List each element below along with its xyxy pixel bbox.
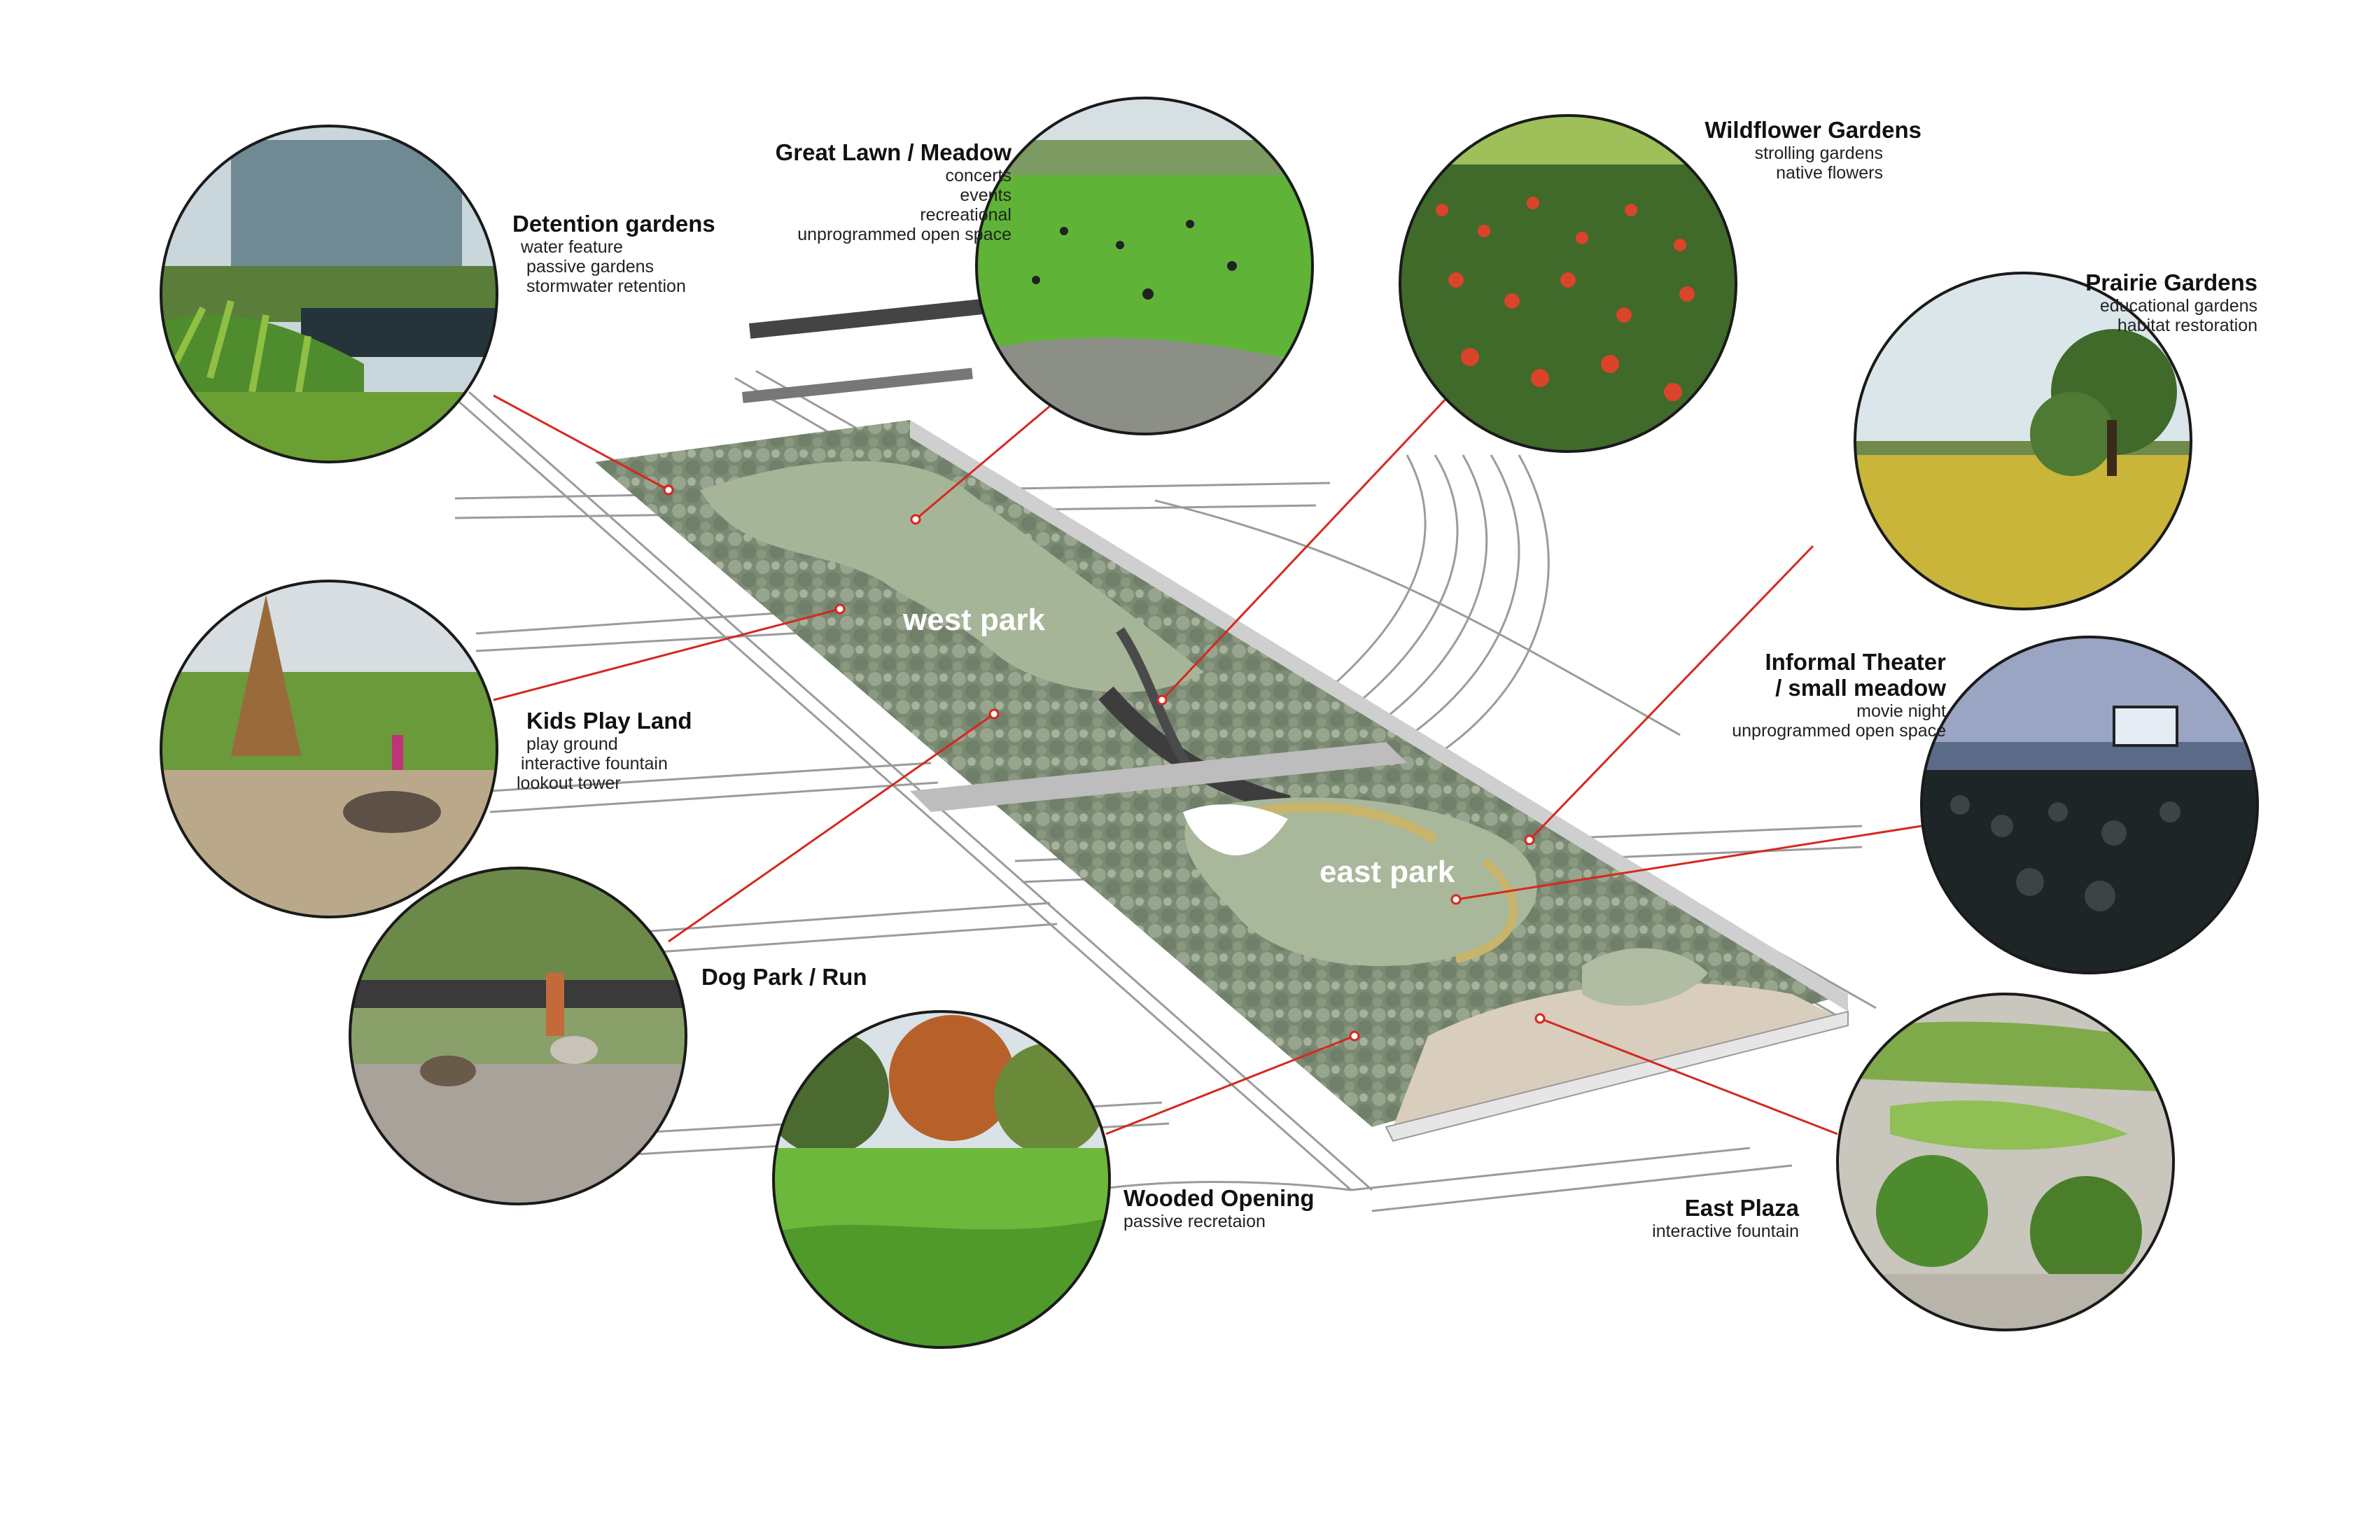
east-park-lawn — [1184, 797, 1537, 966]
zone-line: recreational — [920, 204, 1011, 225]
zone-title: Wooded Opening — [1124, 1185, 1315, 1211]
zone-line: water feature — [521, 237, 623, 257]
zone-title: Prairie Gardens — [2085, 270, 2258, 295]
zone-title: Kids Play Land — [526, 708, 692, 734]
zone-line: passive gardens — [526, 256, 654, 276]
zone-title: East Plaza — [1684, 1195, 1799, 1221]
zone-line: stormwater retention — [526, 276, 686, 296]
zone-line: events — [960, 185, 1011, 205]
playground-photo — [160, 580, 498, 918]
zone-label-great-lawn: Great Lawn / Meadow concerts events recr… — [775, 139, 1011, 244]
zone-label-detention: Detention gardens water feature passive … — [512, 211, 715, 296]
east-plaza-paving — [1393, 983, 1834, 1127]
wooded-lawn-photo — [772, 1010, 1111, 1349]
leader-line-endpoints — [663, 484, 1546, 1042]
zone-line: passive recretaion — [1124, 1211, 1266, 1231]
zone-line: play ground — [526, 734, 618, 754]
zone-title: Detention gardens — [512, 211, 715, 237]
zone-title: Great Lawn / Meadow — [775, 139, 1011, 165]
street-bar-mid — [742, 368, 973, 403]
zone-line: unprogrammed open space — [1732, 720, 1946, 741]
leader-lines — [493, 394, 1922, 1135]
zone-line: movie night — [1856, 701, 1946, 721]
zone-line: lookout tower — [517, 773, 621, 793]
pond-with-grasses-photo — [160, 125, 498, 463]
zone-label-wooded: Wooded Opening passive recretaion — [1124, 1185, 1315, 1231]
zone-line: interactive fountain — [521, 753, 668, 774]
zone-label-wildflower: Wildflower Gardens strolling gardens nat… — [1704, 117, 1921, 183]
plaza-fountain-photo — [1836, 993, 2175, 1331]
red-flower-meadow-photo — [1399, 114, 1737, 453]
zone-label-theater: Informal Theater / small meadow movie ni… — [1732, 649, 1946, 741]
zone-line: educational gardens — [2099, 295, 2258, 316]
outdoor-movie-crowd-photo — [1920, 636, 2259, 974]
zone-line: strolling gardens — [1754, 143, 1883, 163]
east-park-label: east park — [1320, 855, 1455, 889]
zone-label-plaza: East Plaza interactive fountain — [1652, 1195, 1799, 1241]
park-strip — [595, 420, 1849, 1142]
west-park-label: west park — [902, 603, 1046, 637]
zone-line: concerts — [945, 165, 1011, 186]
dog-run-photo — [349, 867, 687, 1205]
zone-line: native flowers — [1776, 162, 1883, 183]
zone-title-line: Informal Theater — [1765, 649, 1946, 675]
zone-title: Wildflower Gardens — [1704, 117, 1921, 143]
zone-line: interactive fountain — [1652, 1221, 1799, 1241]
street-bar-top — [749, 297, 1002, 339]
zone-label-dog: Dog Park / Run — [701, 964, 867, 990]
zone-label-prairie: Prairie Gardens educational gardens habi… — [2085, 270, 2258, 335]
zone-title-line: / small meadow — [1775, 674, 1946, 701]
zone-line: unprogrammed open space — [797, 224, 1011, 244]
west-park-lawn — [700, 461, 1204, 692]
zone-label-kids: Kids Play Land play ground interactive f… — [517, 708, 692, 793]
lawn-with-people-photo — [975, 97, 1314, 435]
zone-title: Dog Park / Run — [701, 964, 867, 990]
zone-line: habitat restoration — [2117, 315, 2258, 335]
